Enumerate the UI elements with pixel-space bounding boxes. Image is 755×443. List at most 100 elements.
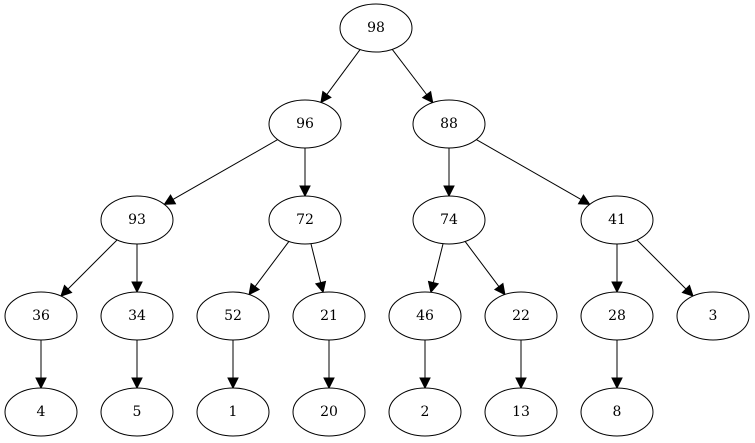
node-label: 3	[709, 308, 718, 324]
node-ellipse	[4, 291, 78, 341]
tree-node-93: 93	[100, 195, 174, 245]
node-ellipse	[196, 387, 270, 437]
arrowhead-icon	[419, 377, 431, 390]
edge-n22-n13	[515, 340, 527, 390]
node-label: 1	[229, 404, 238, 420]
tree-node-5: 5	[100, 387, 174, 437]
arrowhead-icon	[611, 281, 623, 294]
node-ellipse	[388, 291, 462, 341]
edge-n41-n3	[636, 239, 694, 297]
edge-n28-n8	[611, 340, 623, 390]
node-label: 74	[440, 212, 458, 228]
tree-node-41: 41	[580, 195, 654, 245]
edge-line	[476, 139, 582, 200]
node-label: 5	[133, 404, 142, 420]
node-label: 13	[512, 404, 530, 420]
tree-node-28: 28	[580, 291, 654, 341]
node-label: 36	[32, 308, 50, 324]
arrowhead-icon	[131, 281, 143, 294]
node-ellipse	[580, 291, 654, 341]
tree-node-36: 36	[4, 291, 78, 341]
tree-node-13: 13	[484, 387, 558, 437]
node-label: 22	[512, 308, 530, 324]
tree-node-88: 88	[412, 99, 486, 149]
arrowhead-icon	[421, 90, 434, 104]
arrowhead-icon	[163, 194, 177, 205]
arrowhead-icon	[427, 280, 440, 294]
edge-line	[636, 239, 687, 290]
edge-line	[67, 239, 118, 290]
tree-node-74: 74	[412, 195, 486, 245]
arrowhead-icon	[493, 282, 506, 296]
node-ellipse	[339, 3, 413, 53]
tree-node-2: 2	[388, 387, 462, 437]
node-ellipse	[100, 195, 174, 245]
tree-node-34: 34	[100, 291, 174, 341]
arrowhead-icon	[60, 284, 73, 297]
arrowhead-icon	[681, 284, 694, 297]
node-ellipse	[268, 195, 342, 245]
arrowhead-icon	[443, 185, 455, 198]
node-label: 72	[296, 212, 314, 228]
arrowhead-icon	[515, 377, 527, 390]
edge-n52-n1	[227, 340, 239, 390]
edge-n72-n21	[310, 243, 327, 294]
tree-node-8: 8	[580, 387, 654, 437]
edge-n41-n28	[611, 244, 623, 294]
edge-line	[172, 139, 278, 200]
node-ellipse	[484, 387, 558, 437]
node-ellipse	[580, 195, 654, 245]
arrowhead-icon	[227, 377, 239, 390]
node-label: 88	[440, 116, 458, 132]
edge-n74-n46	[427, 243, 444, 294]
tree-node-98: 98	[339, 3, 413, 53]
edge-n96-n93	[163, 139, 278, 205]
tree-node-3: 3	[676, 291, 750, 341]
edge-n88-n41	[476, 139, 591, 205]
arrowhead-icon	[577, 194, 591, 205]
edge-n96-n72	[299, 148, 311, 198]
node-ellipse	[388, 387, 462, 437]
node-ellipse	[580, 387, 654, 437]
arrowhead-icon	[611, 377, 623, 390]
tree-node-1: 1	[196, 387, 270, 437]
node-label: 28	[608, 308, 626, 324]
arrowhead-icon	[248, 282, 261, 296]
edge-n46-n2	[419, 340, 431, 390]
node-label: 96	[296, 116, 314, 132]
node-label: 93	[128, 212, 146, 228]
arrowhead-icon	[35, 377, 47, 390]
node-label: 21	[320, 308, 338, 324]
edge-n93-n34	[131, 244, 143, 294]
edge-n93-n36	[60, 239, 118, 297]
tree-node-20: 20	[292, 387, 366, 437]
edge-line	[254, 241, 290, 287]
edge-n88-n74	[443, 148, 455, 198]
node-label: 98	[367, 20, 385, 36]
tree-node-22: 22	[484, 291, 558, 341]
edges-layer	[35, 49, 694, 390]
tree-node-46: 46	[388, 291, 462, 341]
node-ellipse	[100, 387, 174, 437]
arrowhead-icon	[299, 185, 311, 198]
node-label: 2	[421, 404, 430, 420]
edge-line	[326, 49, 361, 95]
edge-n34-n5	[131, 340, 143, 390]
node-ellipse	[268, 99, 342, 149]
edge-n98-n96	[320, 49, 361, 104]
node-ellipse	[412, 99, 486, 149]
tree-node-52: 52	[196, 291, 270, 341]
node-ellipse	[196, 291, 270, 341]
tree-node-96: 96	[268, 99, 342, 149]
node-label: 41	[608, 212, 626, 228]
edge-n98-n88	[391, 49, 434, 104]
edge-line	[432, 243, 444, 283]
edge-n21-n20	[323, 340, 335, 390]
tree-node-72: 72	[268, 195, 342, 245]
arrowhead-icon	[320, 90, 332, 104]
node-label: 8	[613, 404, 622, 420]
edge-line	[391, 49, 428, 95]
node-label: 46	[416, 308, 434, 324]
